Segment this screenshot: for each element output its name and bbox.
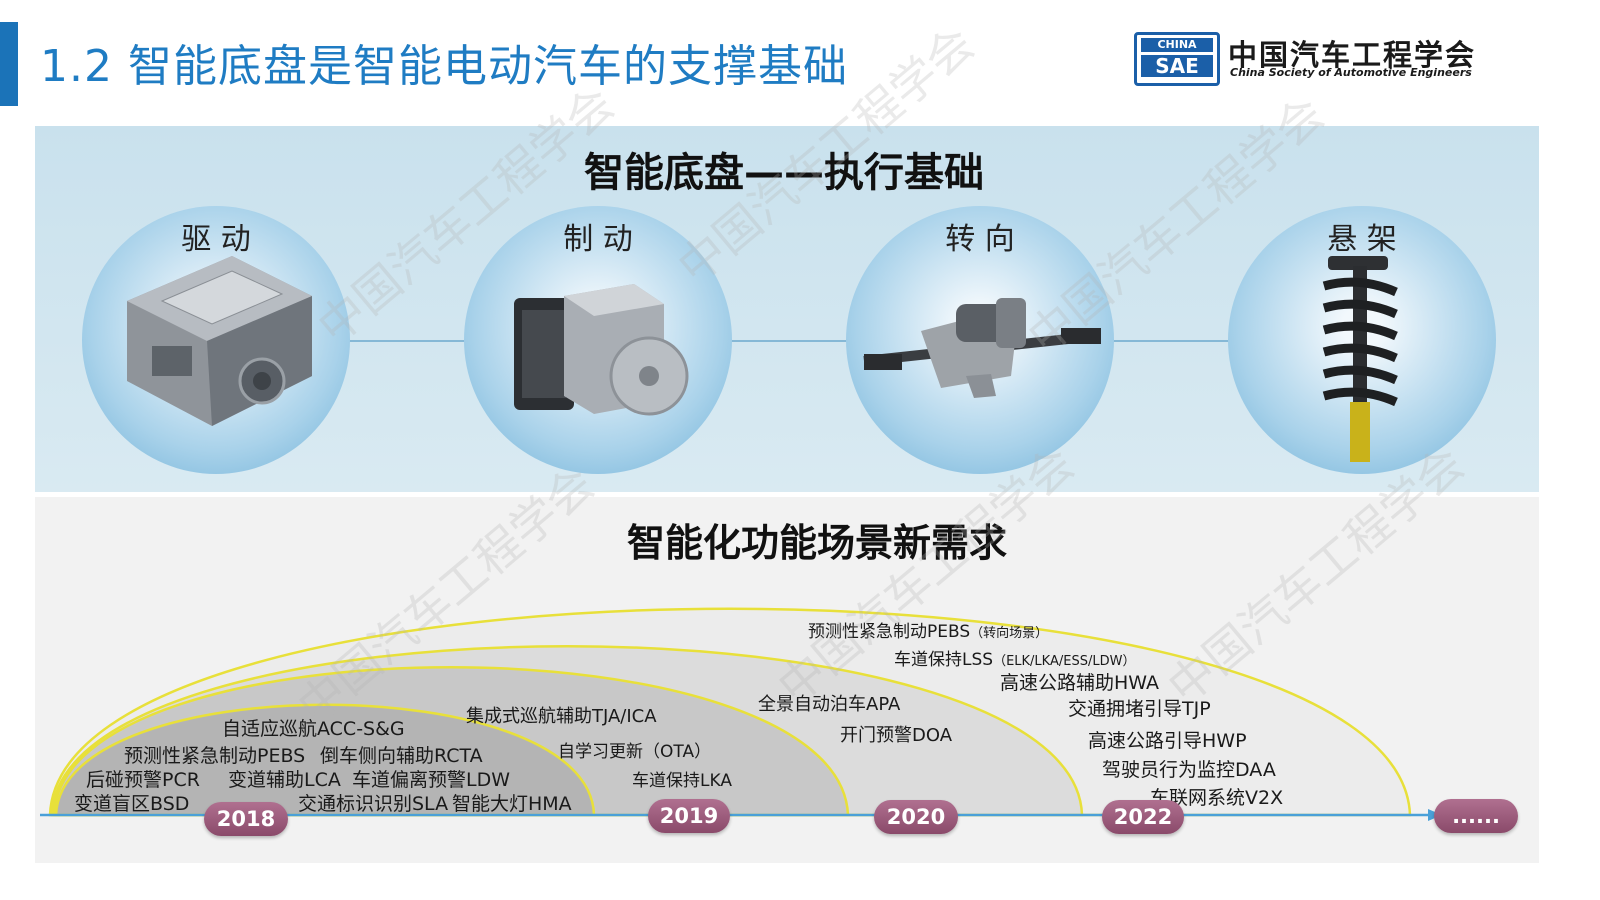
brake-label: 制 动 (563, 222, 633, 257)
suspension-label: 悬 架 (1327, 222, 1397, 257)
feature-lca: 变道辅助LCA (228, 769, 341, 791)
connector-line (730, 340, 848, 342)
feature-lss-note: （ELK/LKA/ESS/LDW） (993, 654, 1136, 669)
logo-sae-text: SAE (1141, 55, 1213, 77)
feature-hma: 智能大灯HMA (452, 793, 572, 815)
feature-daa: 驾驶员行为监控DAA (1102, 759, 1276, 781)
feature-acc: 自适应巡航ACC-S&G (222, 718, 405, 740)
page-title: 1.2 智能底盘是智能电动汽车的支撑基础 (40, 41, 848, 92)
feature-sla: 交通标识识别SLA (298, 793, 449, 815)
feature-rcta: 倒车侧向辅助RCTA (320, 745, 483, 767)
feature-lss: 车道保持LSS（ELK/LKA/ESS/LDW） (894, 645, 1135, 670)
feature-hwp: 高速公路引导HWP (1088, 730, 1247, 752)
feature-lss-text: 车道保持LSS (894, 650, 994, 670)
scenario-heading: 智能化功能场景新需求 (626, 521, 1007, 565)
feature-bsd: 变道盲区BSD (74, 793, 190, 815)
steering-label: 转 向 (945, 222, 1015, 257)
feature-doa: 开门预警DOA (840, 725, 953, 746)
feature-pcr: 后碰预警PCR (86, 769, 200, 791)
drive-label: 驱 动 (181, 222, 251, 257)
suspension-strut-icon (1322, 256, 1398, 462)
feature-hwa: 高速公路辅助HWA (1000, 672, 1160, 694)
year-badge-2020: 2020 (874, 800, 958, 834)
steering-circle (846, 206, 1114, 474)
year-badge-2019: 2019 (648, 799, 730, 833)
drive-motor-icon (127, 256, 312, 426)
sae-logo: CHINA SAE (1134, 32, 1220, 86)
org-name-en: China Society of Automotive Engineers (1230, 66, 1472, 79)
feature-pebs-text: 预测性紧急制动PEBS (808, 622, 971, 642)
feature-lka: 车道保持LKA (632, 771, 732, 791)
drive-circle (82, 206, 350, 474)
feature-ota: 自学习更新（OTA） (558, 742, 712, 762)
feature-apa: 全景自动泊车APA (758, 694, 901, 715)
arc-2018 (54, 703, 596, 817)
org-name-cn: 中国汽车工程学会 (1228, 38, 1477, 72)
feature-tja: 集成式巡航辅助TJA/ICA (466, 706, 657, 727)
feature-ldw: 车道偏离预警LDW (352, 769, 511, 791)
suspension-circle (1228, 206, 1496, 474)
feature-pebs-steering: 预测性紧急制动PEBS（转向场景） (808, 617, 1048, 642)
feature-tjp: 交通拥堵引导TJP (1068, 698, 1211, 720)
steering-rack-icon (863, 298, 1101, 398)
brake-module-icon (514, 284, 689, 416)
feature-pebs: 预测性紧急制动PEBS (124, 745, 306, 767)
year-badge-2022: 2022 (1102, 800, 1184, 834)
connector-line (1112, 340, 1230, 342)
logo-china-text: CHINA (1141, 38, 1213, 52)
year-badge-2018: 2018 (204, 802, 288, 836)
title-accent-bar (0, 22, 18, 106)
feature-v2x: 车联网系统V2X (1150, 787, 1284, 809)
feature-pebs-note: （转向场景） (970, 626, 1049, 641)
brake-circle (464, 206, 732, 474)
chassis-heading: 智能底盘——执行基础 (584, 150, 984, 196)
connector-line (348, 340, 466, 342)
year-badge-future: ...... (1434, 799, 1518, 833)
